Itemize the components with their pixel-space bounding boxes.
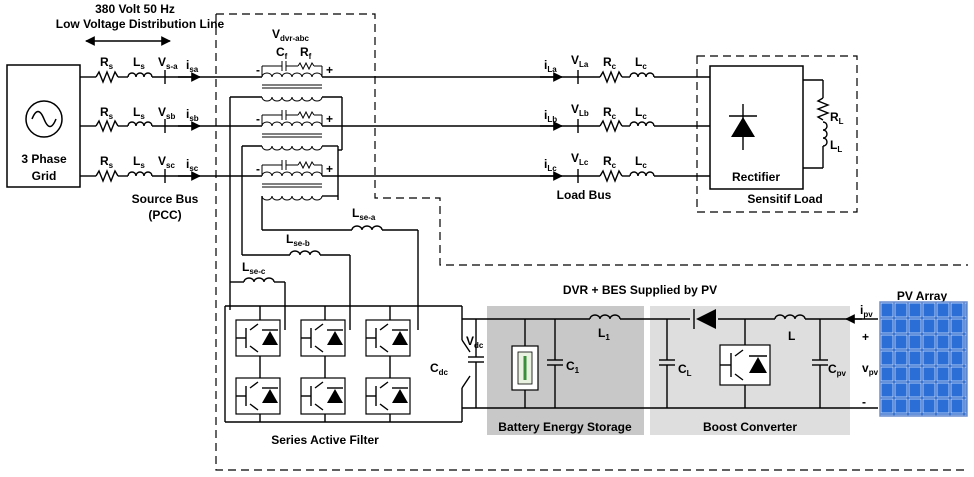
l1-label: L1	[598, 326, 610, 342]
cl-label: CL	[678, 362, 692, 378]
vl-label-c: VLc	[571, 151, 589, 167]
source-bus-label: Source Bus	[132, 192, 199, 206]
cpv-label: Cpv	[828, 362, 847, 378]
rectifier-diode-icon	[731, 117, 755, 137]
transformer-secondary-wiring	[229, 96, 352, 310]
dc-link-capacitor	[461, 319, 484, 408]
source-bus-pcc-label: (PCC)	[148, 208, 181, 222]
il-label-c: iLc	[544, 157, 557, 173]
top-note-line2: Low Voltage Distribution Line	[56, 17, 225, 31]
vs-label-c: Vsc	[158, 154, 175, 170]
svg-text:+: +	[326, 63, 333, 77]
rc-label-c: Rc	[603, 154, 617, 170]
ac-source-icon	[25, 100, 63, 138]
load-bus-label: Load Bus	[557, 188, 612, 202]
il-label-a: iLa	[544, 58, 557, 74]
dvr-enclosure	[215, 13, 968, 471]
rs-label-a: Rs	[100, 55, 114, 71]
sensitive-load-enclosure	[696, 55, 858, 213]
vdc-label: Vdc	[466, 334, 484, 350]
pv-array-title: PV Array	[897, 289, 948, 303]
pv-panel-icon	[879, 301, 968, 417]
load-rl	[803, 79, 830, 169]
svg-text:+: +	[326, 162, 333, 176]
series-transformer-a	[261, 61, 323, 102]
rs-label-b: Rs	[100, 105, 114, 121]
boost-diode-icon	[696, 309, 716, 329]
ls-label-b: Ls	[133, 105, 145, 121]
lse-c-label: Lse-c	[242, 260, 266, 276]
is-label-b: isb	[186, 107, 199, 123]
ipv-label: ipv	[860, 303, 873, 319]
top-note-line1: 380 Volt 50 Hz	[95, 2, 175, 16]
igbt-switch-5	[300, 377, 346, 415]
vs-label-a: Vs-a	[158, 55, 178, 71]
igbt-switch-1	[235, 319, 281, 357]
ls-label-a: Ls	[133, 55, 145, 71]
svg-text:+: +	[326, 112, 333, 126]
rf-label: Rf	[300, 45, 312, 61]
battery-title: Battery Energy Storage	[498, 420, 632, 434]
series-transformer-b	[261, 110, 323, 151]
rs-label-c: Rs	[100, 154, 114, 170]
vpv-label: vpv	[862, 361, 879, 377]
boost-components	[659, 309, 828, 408]
igbt-switch-6	[365, 377, 411, 415]
pv-minus: -	[862, 395, 866, 409]
rl-label: RL	[830, 110, 844, 126]
inverter-bridge	[235, 306, 411, 422]
igbt-switch-2	[300, 319, 346, 357]
cf-label: Cf	[276, 45, 288, 61]
battery-components	[511, 319, 563, 408]
polarity-marks: - + - + - +	[256, 63, 333, 176]
vl-label-a: VLa	[571, 53, 589, 69]
is-label-a: isa	[186, 58, 199, 74]
series-inductors	[230, 225, 419, 330]
is-label-c: isc	[186, 157, 199, 173]
svg-text:-: -	[256, 63, 260, 77]
pv-plus: +	[862, 330, 869, 344]
phase-lines	[80, 70, 710, 183]
three-phase-grid: 3 Phase Grid	[6, 64, 81, 188]
grid-label-1: 3 Phase	[21, 152, 67, 166]
igbt-switch-4	[235, 377, 281, 415]
boost-l-label: L	[788, 329, 795, 343]
lc-label-b: Lc	[635, 105, 647, 121]
series-transformer-c	[261, 160, 323, 201]
lc-label-a: Lc	[635, 55, 647, 71]
lc-label-c: Lc	[635, 154, 647, 170]
rc-label-a: Rc	[603, 55, 617, 71]
dc-bus	[224, 305, 878, 423]
lse-a-label: Lse-a	[352, 206, 376, 222]
vl-label-b: VLb	[571, 102, 589, 118]
rectifier-block: Rectifier	[709, 65, 804, 190]
lse-b-label: Lse-b	[286, 232, 310, 248]
vs-label-b: Vsb	[158, 105, 175, 121]
rc-label-b: Rc	[603, 105, 617, 121]
igbt-switch-3	[365, 319, 411, 357]
svg-text:-: -	[256, 162, 260, 176]
grid-label-2: Grid	[32, 169, 57, 183]
svg-text:-: -	[256, 112, 260, 126]
rectifier-label: Rectifier	[732, 170, 780, 184]
boost-title: Boost Converter	[703, 420, 797, 434]
il-label-b: iLb	[544, 108, 557, 124]
current-arrows	[178, 72, 563, 181]
ll-label: LL	[830, 138, 842, 154]
vdvr-label: Vdvr-abc	[272, 27, 309, 43]
system-title: DVR + BES Supplied by PV	[563, 283, 717, 297]
series-active-filter-title: Series Active Filter	[271, 433, 379, 447]
cdc-label: Cdc	[430, 361, 449, 377]
sensitive-load-title: Sensitif Load	[747, 192, 822, 206]
c1-label: C1	[566, 359, 580, 375]
ls-label-c: Ls	[133, 154, 145, 170]
